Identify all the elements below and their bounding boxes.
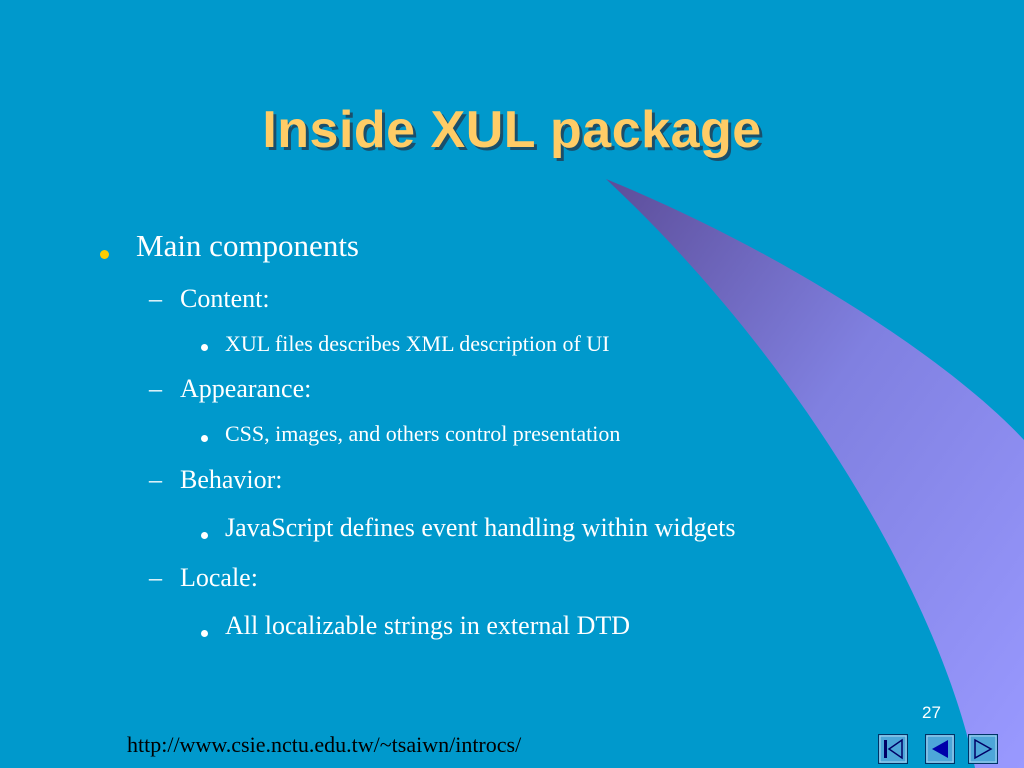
previous-slide-icon bbox=[932, 740, 948, 758]
bullet-main-components: Main components bbox=[136, 228, 359, 263]
bullet-dot-icon bbox=[201, 630, 208, 637]
bullet-locale: Locale: bbox=[180, 563, 258, 592]
next-slide-button[interactable] bbox=[968, 734, 998, 764]
dash-marker: – bbox=[149, 465, 162, 494]
bullet-localizable: All localizable strings in external DTD bbox=[225, 611, 631, 640]
dash-marker: – bbox=[149, 374, 162, 403]
next-slide-icon bbox=[974, 738, 993, 760]
bullet-dot-icon bbox=[201, 435, 208, 442]
first-slide-button[interactable] bbox=[878, 734, 908, 764]
bullet-javascript: JavaScript defines event handling within… bbox=[225, 513, 736, 542]
first-slide-icon bbox=[884, 738, 903, 760]
bullet-dot-icon bbox=[201, 532, 208, 539]
slide-title: Inside XUL package bbox=[262, 101, 762, 159]
footer-url: http://www.csie.nctu.edu.tw/~tsaiwn/intr… bbox=[127, 732, 522, 757]
bullet-dot-icon bbox=[100, 250, 109, 259]
dash-marker: – bbox=[149, 563, 162, 592]
bullet-xul-files: XUL files describes XML description of U… bbox=[225, 331, 610, 356]
bullet-appearance: Appearance: bbox=[180, 374, 312, 403]
bullet-behavior: Behavior: bbox=[180, 465, 283, 494]
dash-marker: – bbox=[149, 284, 162, 313]
bullet-dot-icon bbox=[201, 344, 208, 351]
page-number: 27 bbox=[922, 703, 941, 722]
bullet-css: CSS, images, and others control presenta… bbox=[225, 421, 621, 446]
previous-slide-button[interactable] bbox=[925, 734, 955, 764]
bullet-content: Content: bbox=[180, 284, 270, 313]
